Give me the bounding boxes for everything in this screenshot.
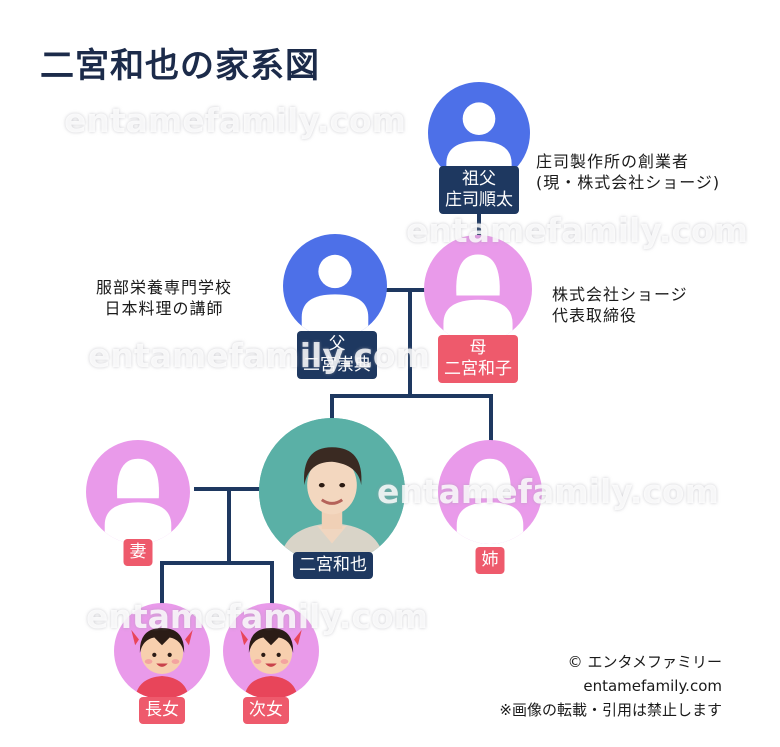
girl-illustration-icon	[240, 627, 302, 699]
female-silhouette-icon	[104, 458, 172, 544]
watermark: entamefamily.com	[377, 472, 719, 511]
daughter1-role: 長女	[145, 700, 179, 720]
father-note: 服部栄養専門学校 日本料理の講師	[96, 277, 232, 319]
grandfather-role: 祖父	[462, 169, 496, 189]
self-name: 二宮和也	[299, 555, 367, 575]
daughter1-avatar	[114, 603, 210, 699]
credit-copyright: © エンタメファミリー	[567, 653, 722, 671]
mother-note: 株式会社ショージ 代表取締役	[552, 284, 688, 326]
wife-role: 妻	[129, 542, 147, 562]
silhouette-icon	[301, 254, 369, 338]
girl-illustration-icon	[131, 627, 193, 699]
female-silhouette-icon	[456, 458, 524, 544]
wife-avatar	[86, 440, 190, 544]
father-name: 二宮崇典	[303, 355, 371, 375]
father-label: 父 二宮崇典	[297, 331, 377, 379]
sister-role: 姉	[481, 550, 499, 570]
daughter2-avatar	[223, 603, 319, 699]
portrait-photo	[259, 418, 405, 564]
female-silhouette-icon	[443, 254, 513, 343]
mother-note-line2: 代表取締役	[552, 306, 638, 325]
father-note-line1: 服部栄養専門学校	[96, 278, 233, 297]
page-title: 二宮和也の家系図	[40, 46, 320, 86]
sister-avatar	[438, 440, 542, 544]
grandfather-label: 祖父 庄司順太	[439, 166, 519, 214]
watermark: entamefamily.com	[406, 211, 748, 250]
watermark: entamefamily.com	[64, 101, 406, 140]
mother-avatar	[424, 235, 532, 343]
watermark: entamefamily.com	[88, 336, 430, 375]
daughter1-label: 長女	[139, 697, 185, 724]
mother-label: 母 二宮和子	[438, 335, 518, 383]
self-label: 二宮和也	[293, 552, 373, 579]
credit-site: entamefamily.com	[583, 677, 722, 695]
self-avatar	[259, 418, 405, 564]
mother-role: 母	[469, 338, 487, 358]
father-avatar	[283, 234, 387, 338]
sister-label: 姉	[475, 547, 505, 574]
credit-notice: ※画像の転載・引用は禁止します	[499, 701, 722, 719]
father-note-line2: 日本料理の講師	[104, 299, 224, 318]
daughter2-label: 次女	[243, 697, 289, 724]
wife-label: 妻	[123, 539, 153, 566]
grandfather-note-line1: 庄司製作所の創業者	[536, 152, 690, 171]
grandfather-note-line2: (現・株式会社ショージ)	[536, 173, 721, 192]
daughter2-role: 次女	[249, 700, 283, 720]
mother-name: 二宮和子	[444, 359, 512, 379]
grandfather-name: 庄司順太	[445, 190, 513, 210]
mother-note-line1: 株式会社ショージ	[552, 285, 688, 304]
credit-block: © エンタメファミリー entamefamily.com ※画像の転載・引用は禁…	[499, 650, 722, 722]
watermark: entamefamily.com	[86, 597, 428, 636]
grandfather-note: 庄司製作所の創業者 (現・株式会社ショージ)	[536, 151, 720, 193]
father-role: 父	[328, 334, 346, 354]
